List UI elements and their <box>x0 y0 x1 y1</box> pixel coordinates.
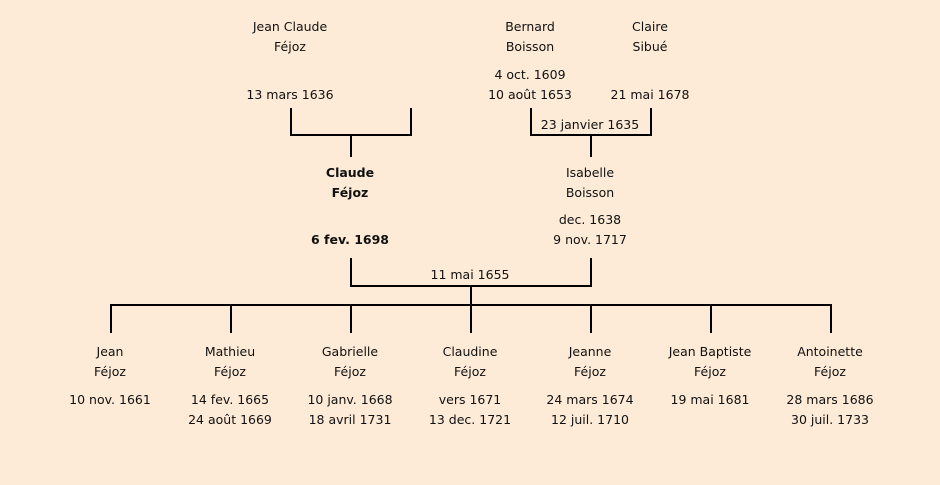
first-name: Jean <box>96 344 124 359</box>
person-claude-fejoz: Claude Féjoz <box>260 163 440 203</box>
maternal-grandparents-connector <box>530 108 652 157</box>
death-date: 18 avril 1731 <box>308 412 392 427</box>
first-name: Claudine <box>442 344 498 359</box>
birth-date: 10 nov. 1661 <box>69 392 151 407</box>
first-name: Antoinette <box>797 344 863 359</box>
paternal-grandparents-connector <box>290 108 412 157</box>
last-name: Féjoz <box>814 364 846 379</box>
person-claire-sibue[interactable]: Claire Sibué <box>560 17 740 57</box>
first-name: Jean Baptiste <box>668 344 752 359</box>
parents-connector <box>350 258 592 305</box>
first-name: Jeanne <box>568 344 612 359</box>
person-isabelle-boisson[interactable]: Isabelle Boisson <box>500 163 680 203</box>
first-name: Gabrielle <box>321 344 379 359</box>
first-name: Isabelle <box>565 165 615 180</box>
birth-date: 19 mai 1681 <box>670 392 750 407</box>
death-date: 10 août 1653 <box>488 87 572 102</box>
child-dates: vers 1671 13 dec. 1721 <box>380 390 560 430</box>
last-name: Féjoz <box>214 364 246 379</box>
first-name: Mathieu <box>204 344 256 359</box>
death-date: 24 août 1669 <box>188 412 272 427</box>
children-connector <box>110 304 832 333</box>
last-name: Boisson <box>505 39 555 54</box>
marriage-date: 23 janvier 1635 <box>540 117 640 132</box>
birth-date: vers 1671 <box>438 392 502 407</box>
first-name: Bernard <box>505 19 555 34</box>
person-jean-claude-fejoz[interactable]: Jean Claude Féjoz <box>200 17 380 57</box>
birth-date: 4 oct. 1609 <box>494 67 566 82</box>
death-date: 9 nov. 1717 <box>553 232 627 247</box>
child-dates: 28 mars 1686 30 juil. 1733 <box>740 390 920 430</box>
last-name: Boisson <box>565 185 615 200</box>
child-dates: 10 janv. 1668 18 avril 1731 <box>260 390 440 430</box>
death-date: 12 juil. 1710 <box>551 412 629 427</box>
death-date: 6 fev. 1698 <box>311 232 389 247</box>
birth-date: 28 mars 1686 <box>786 392 874 407</box>
child-dates: 24 mars 1674 12 juil. 1710 <box>500 390 680 430</box>
marriage-date: 11 mai 1655 <box>430 267 510 282</box>
last-name: Sibué <box>632 39 668 54</box>
first-name: Jean Claude <box>252 19 328 34</box>
death-date: 30 juil. 1733 <box>791 412 869 427</box>
first-name: Claire <box>632 19 668 34</box>
death-date: 21 mai 1678 <box>610 87 690 102</box>
last-name: Féjoz <box>334 364 366 379</box>
birth-date: dec. 1638 <box>558 212 622 227</box>
last-name: Féjoz <box>94 364 126 379</box>
death-date: 13 mars 1636 <box>246 87 334 102</box>
first-name: Claude <box>325 165 375 180</box>
child-dates: 19 mai 1681 <box>620 390 800 410</box>
last-name: Féjoz <box>574 364 606 379</box>
child-dates: 10 nov. 1661 <box>20 390 200 410</box>
child-dates: 14 fev. 1665 24 août 1669 <box>140 390 320 430</box>
death-date: 13 dec. 1721 <box>428 412 512 427</box>
birth-date: 10 janv. 1668 <box>307 392 393 407</box>
last-name: Féjoz <box>454 364 486 379</box>
last-name: Féjoz <box>274 39 306 54</box>
last-name: Féjoz <box>694 364 726 379</box>
birth-date: 14 fev. 1665 <box>190 392 270 407</box>
birth-date: 24 mars 1674 <box>546 392 634 407</box>
last-name: Féjoz <box>331 185 369 200</box>
person-bernard-boisson[interactable]: Bernard Boisson <box>440 17 620 57</box>
